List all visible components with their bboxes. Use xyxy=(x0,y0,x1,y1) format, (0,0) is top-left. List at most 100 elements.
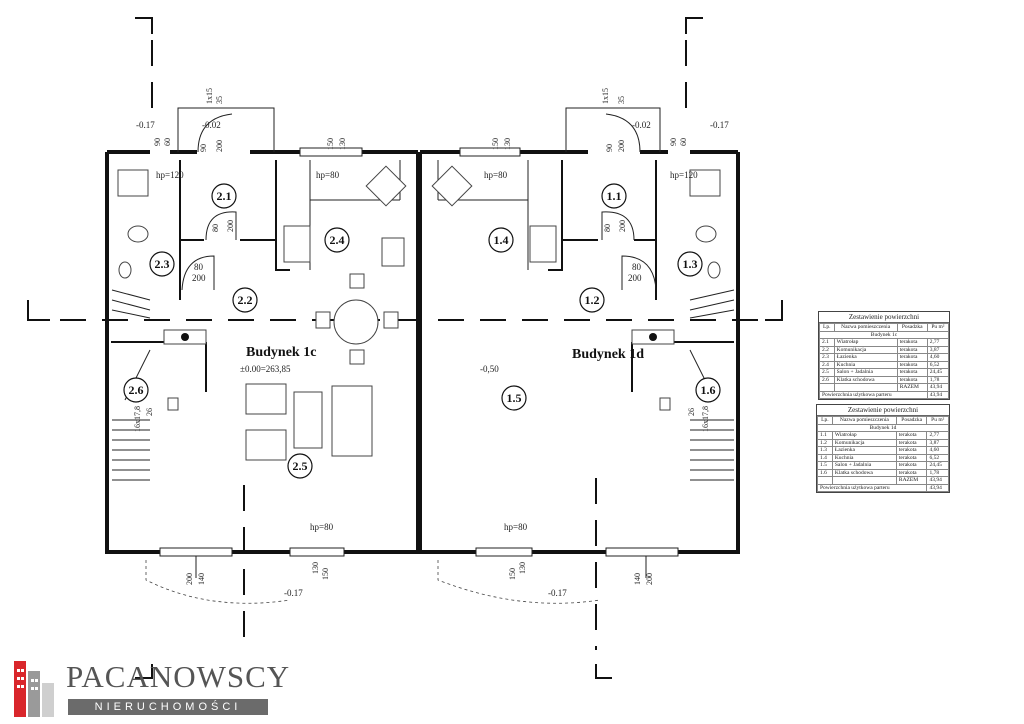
svg-text:150: 150 xyxy=(508,568,517,580)
svg-text:90: 90 xyxy=(669,138,678,146)
section-marks xyxy=(27,17,783,679)
svg-text:200: 200 xyxy=(226,220,235,232)
svg-text:200: 200 xyxy=(192,273,206,283)
room-2-2: 2.2 xyxy=(238,293,253,307)
table-group: Budynek 1c xyxy=(819,330,949,339)
svg-text:130: 130 xyxy=(503,138,512,150)
header-area: Pu m² xyxy=(926,416,949,425)
building-labels: Budynek 1c ±0.00=263,85 Budynek 1d -0,50 xyxy=(240,345,644,374)
svg-text:150: 150 xyxy=(321,568,330,580)
logo-subtitle: NIERUCHOMOŚCI xyxy=(68,699,268,715)
building-1d-label: Budynek 1d xyxy=(572,347,644,362)
svg-text:hp=120: hp=120 xyxy=(670,170,698,180)
building-1c-label: Budynek 1c xyxy=(246,345,316,360)
building-1c-level: ±0.00=263,85 xyxy=(240,364,291,374)
room-2-5: 2.5 xyxy=(293,459,308,473)
svg-text:140: 140 xyxy=(633,573,642,585)
room-1-2: 1.2 xyxy=(585,293,600,307)
svg-text:35: 35 xyxy=(617,96,626,104)
svg-text:hp=80: hp=80 xyxy=(310,522,334,532)
svg-text:140: 140 xyxy=(197,573,206,585)
svg-text:80: 80 xyxy=(211,224,220,232)
header-floor: Posadzka xyxy=(895,416,928,425)
header-lp: Lp. xyxy=(819,323,835,332)
room-2-6: 2.6 xyxy=(129,383,144,397)
room-1-5: 1.5 xyxy=(507,391,522,405)
svg-text:-0.02: -0.02 xyxy=(202,120,221,130)
building-1d-level: -0,50 xyxy=(480,364,499,374)
room-1-4: 1.4 xyxy=(494,233,509,247)
company-logo: PACANOWSCY NIERUCHOMOŚCI xyxy=(10,655,289,719)
svg-text:80: 80 xyxy=(632,262,642,272)
header-area: Pu m² xyxy=(926,323,950,332)
svg-text:200: 200 xyxy=(618,220,627,232)
room-2-3: 2.3 xyxy=(155,257,170,271)
entrance-porches xyxy=(145,107,661,604)
svg-text:200: 200 xyxy=(645,573,654,585)
axis-lines xyxy=(60,40,760,650)
header-name: Nazwa pomieszczenia xyxy=(833,323,898,332)
area-table-1c: Zestawienie powierzchni Lp. Nazwa pomies… xyxy=(818,311,950,400)
area-table-1d: Zestawienie powierzchni Lp. Nazwa pomies… xyxy=(816,404,950,493)
svg-text:hp=120: hp=120 xyxy=(156,170,184,180)
table-group: Budynek 1d xyxy=(817,423,949,432)
svg-text:130: 130 xyxy=(518,562,527,574)
svg-text:35: 35 xyxy=(215,96,224,104)
svg-text:-0.17: -0.17 xyxy=(710,120,729,130)
svg-text:80: 80 xyxy=(194,262,204,272)
furniture-1d xyxy=(431,160,557,270)
logo-name: PACANOWSCY xyxy=(66,659,291,694)
svg-text:90: 90 xyxy=(605,144,614,152)
svg-text:150: 150 xyxy=(326,138,335,150)
annotations-1c: hp=120 hp=80 hp=80 -0.17 -0.02 -0.17 80 … xyxy=(133,88,347,598)
header-lp: Lp. xyxy=(817,416,833,425)
svg-text:200: 200 xyxy=(628,273,642,283)
annotations-1d: hp=120 hp=80 hp=80 -0.02 -0.17 -0.17 80 … xyxy=(484,88,729,598)
header-floor: Posadzka xyxy=(896,323,928,332)
bathroom-fixtures xyxy=(117,169,721,345)
area-table-title: Zestawienie powierzchni xyxy=(819,312,949,323)
svg-text:80: 80 xyxy=(603,224,612,232)
room-1-3: 1.3 xyxy=(683,257,698,271)
room-labels: 2.1 2.2 2.3 2.4 2.5 2.6 1.1 1.2 1.3 1.4 … xyxy=(129,189,716,473)
svg-text:-0.17: -0.17 xyxy=(136,120,155,130)
svg-text:-0.17: -0.17 xyxy=(548,588,567,598)
svg-text:200: 200 xyxy=(617,140,626,152)
svg-text:-0.02: -0.02 xyxy=(632,120,651,130)
svg-text:16x17,8: 16x17,8 xyxy=(133,406,142,432)
room-circles xyxy=(123,183,721,479)
svg-text:60: 60 xyxy=(679,138,688,146)
door-swings xyxy=(181,211,657,291)
svg-text:1x15: 1x15 xyxy=(601,88,610,104)
room-2-4: 2.4 xyxy=(330,233,345,247)
svg-text:200: 200 xyxy=(215,140,224,152)
logo-mark-icon xyxy=(14,661,54,717)
room-1-6: 1.6 xyxy=(701,383,716,397)
svg-text:60: 60 xyxy=(163,138,172,146)
svg-text:130: 130 xyxy=(311,562,320,574)
svg-text:90: 90 xyxy=(153,138,162,146)
svg-text:-0.17: -0.17 xyxy=(284,588,303,598)
svg-text:150: 150 xyxy=(491,138,500,150)
svg-text:26: 26 xyxy=(687,408,696,416)
svg-text:1x15: 1x15 xyxy=(205,88,214,104)
svg-text:90: 90 xyxy=(199,144,208,152)
svg-text:26: 26 xyxy=(145,408,154,416)
furniture-1c xyxy=(245,160,407,461)
svg-text:16x17,8: 16x17,8 xyxy=(701,406,710,432)
